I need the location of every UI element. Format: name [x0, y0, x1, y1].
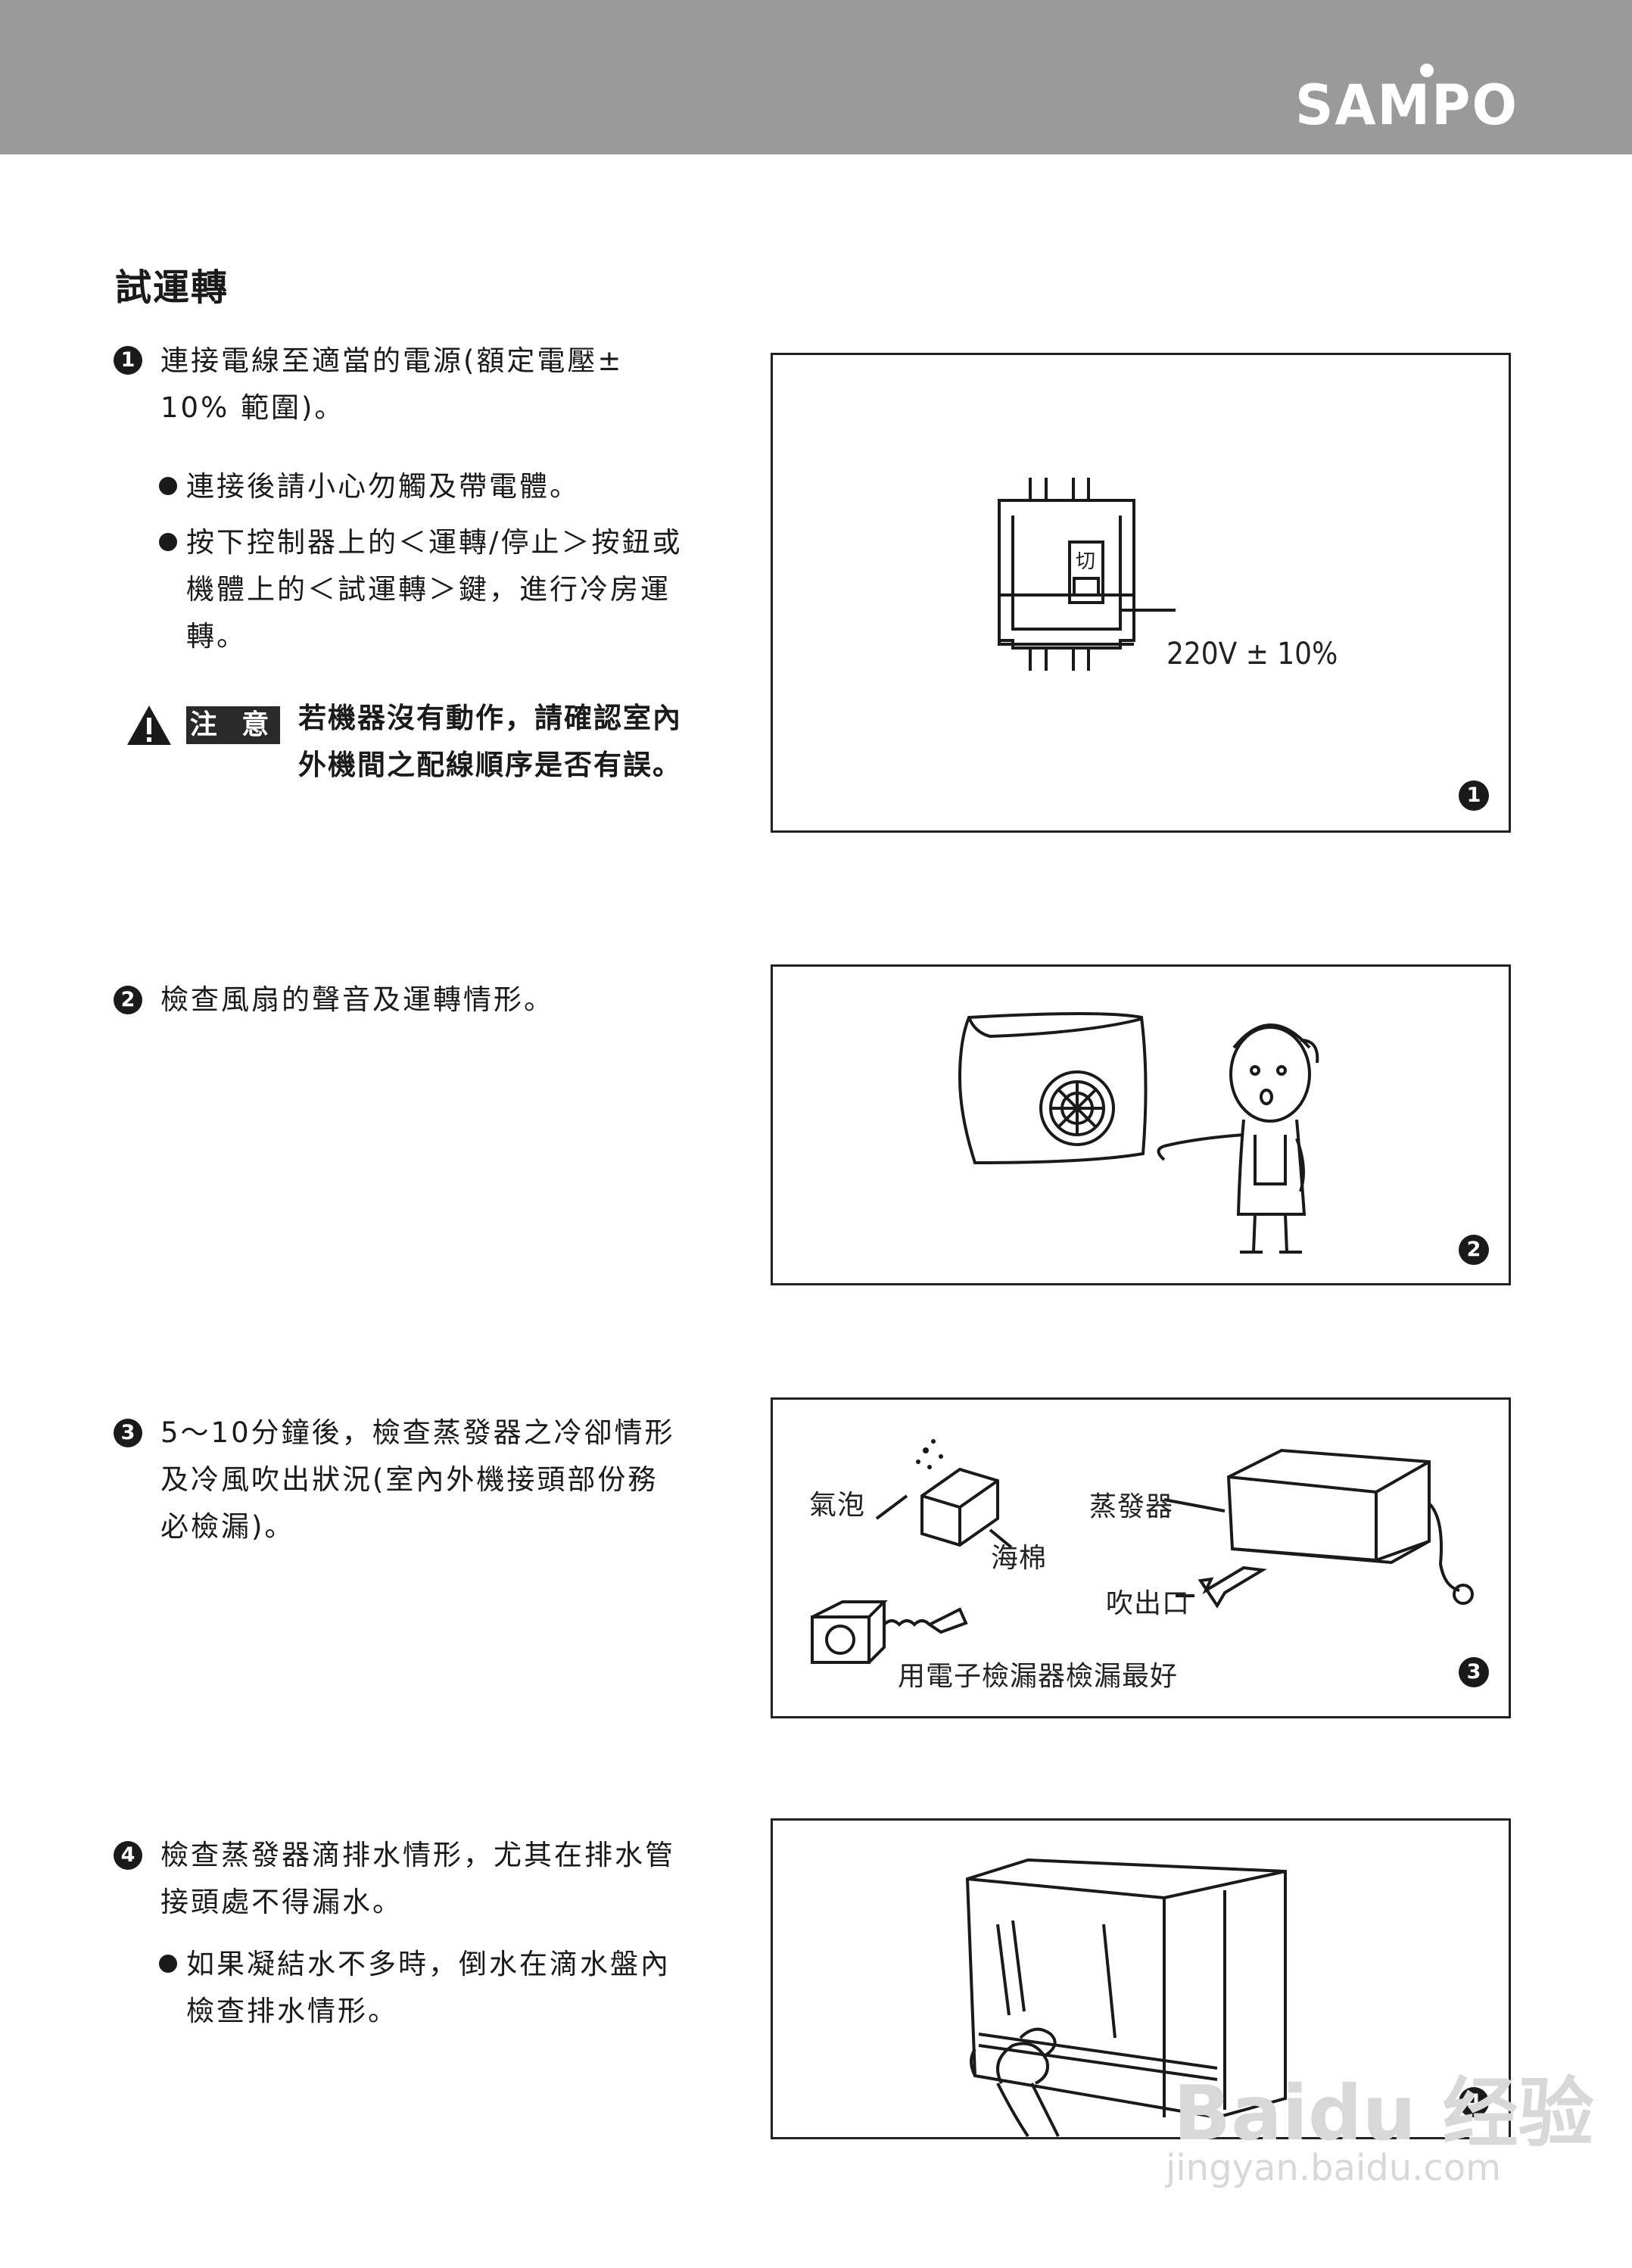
step-4-bullet-1-line-1: 如果凝結水不多時，倒水在滴水盤內 [186, 1948, 671, 1980]
watermark-logo: Baidu 经验 [1173, 2069, 1594, 2157]
step-2-number: 2 [114, 986, 142, 1014]
figure-4-frame: 4 [771, 1818, 1511, 2139]
figure-2-frame: 2 [771, 964, 1511, 1285]
section-title: 試運轉 [115, 266, 229, 309]
step-1-text: 連接電線至適當的電源(額定電壓± 10% 範圍)。 [160, 338, 623, 431]
caution-line-1: 若機器沒有動作，請確認室內 [298, 702, 682, 734]
figure-4-number: 4 [1459, 2087, 1489, 2117]
figure-2-number: 2 [1459, 1235, 1489, 1265]
step-4-line-2: 接頭處不得漏水。 [160, 1886, 403, 1918]
figure-1-frame: 切 220V ± 10% 1 [771, 353, 1511, 833]
step-3-line-1: 5～10分鐘後，檢查蒸發器之冷卻情形 [160, 1416, 675, 1449]
step-4-bullet-1: 如果凝結水不多時，倒水在滴水盤內 檢查排水情形。 [159, 1941, 671, 2035]
brand-logo-dot [1420, 64, 1434, 77]
bullet-dot [159, 1955, 177, 1973]
caution-text: 若機器沒有動作，請確認室內 外機間之配線順序是否有誤。 [298, 695, 707, 789]
step-2-text: 檢查風扇的聲音及運轉情形。 [160, 977, 554, 1023]
figure-3-frame: 氣泡 海棉 蒸發器 吹出口 用電子檢漏器檢漏最好 3 [771, 1397, 1511, 1718]
bullet-dot [159, 533, 177, 551]
step-1-bullet-1-line-1: 連接後請小心勿觸及帶電體。 [186, 470, 580, 503]
step-1-bullet-2-line-2: 機體上的＜試運轉＞鍵，進行冷房運 [186, 573, 671, 606]
leak-check-illustration [811, 1439, 1474, 1664]
step-1-bullet-2: 按下控制器上的＜運轉/停止＞按鈕或 機體上的＜試運轉＞鍵，進行冷房運 轉。 [159, 519, 683, 660]
evaporator-label: 蒸發器 [1089, 1491, 1174, 1522]
step-4-number: 4 [114, 1841, 142, 1870]
header-bar [0, 0, 1632, 154]
power-switch-illustration [998, 478, 1176, 671]
fan-check-illustration [958, 1012, 1319, 1254]
step-1-line-2: 10% 範圍)。 [160, 391, 345, 424]
step-4-bullet-1-line-2: 檢查排水情形。 [186, 1995, 398, 2027]
detector-label: 用電子檢漏器檢漏最好 [898, 1661, 1179, 1692]
step-1-line-1: 連接電線至適當的電源(額定電壓± [160, 344, 624, 377]
switch-label: 切 [1076, 550, 1097, 573]
figure-3-number: 3 [1459, 1657, 1489, 1687]
step-3-text: 5～10分鐘後，檢查蒸發器之冷卻情形 及冷風吹出狀況(室內外機接頭部份務 必檢漏… [160, 1410, 675, 1550]
watermark-url: jingyan.baidu.com [1166, 2147, 1501, 2189]
caution-line-2: 外機間之配線順序是否有誤。 [298, 749, 682, 781]
brand-logo: SAMPO [1294, 72, 1518, 139]
outlet-label: 吹出口 [1106, 1588, 1191, 1619]
step-1-number: 1 [114, 346, 142, 375]
step-4-text: 檢查蒸發器滴排水情形，尤其在排水管 接頭處不得漏水。 [160, 1832, 675, 1926]
bubbles-label: 氣泡 [809, 1490, 866, 1521]
drain-check-illustration [965, 1858, 1287, 2138]
sponge-label: 海棉 [991, 1543, 1048, 1574]
bullet-dot [159, 477, 177, 495]
step-2-line-1: 檢查風扇的聲音及運轉情形。 [160, 983, 554, 1016]
step-1-bullet-2-line-3: 轉。 [186, 620, 247, 653]
warning-icon [127, 706, 171, 745]
step-3-number: 3 [114, 1419, 142, 1447]
step-4-line-1: 檢查蒸發器滴排水情形，尤其在排水管 [160, 1839, 675, 1871]
step-1-bullet-1: 連接後請小心勿觸及帶電體。 [159, 463, 580, 510]
step-1-bullet-2-line-1: 按下控制器上的＜運轉/停止＞按鈕或 [186, 526, 683, 559]
voltage-label: 220V ± 10% [1166, 637, 1338, 671]
step-3-line-2: 及冷風吹出狀況(室內外機接頭部份務 [160, 1463, 659, 1496]
figure-1-number: 1 [1459, 780, 1489, 811]
caution-label: 注 意 [186, 706, 280, 744]
step-3-line-3: 必檢漏)。 [160, 1510, 295, 1543]
